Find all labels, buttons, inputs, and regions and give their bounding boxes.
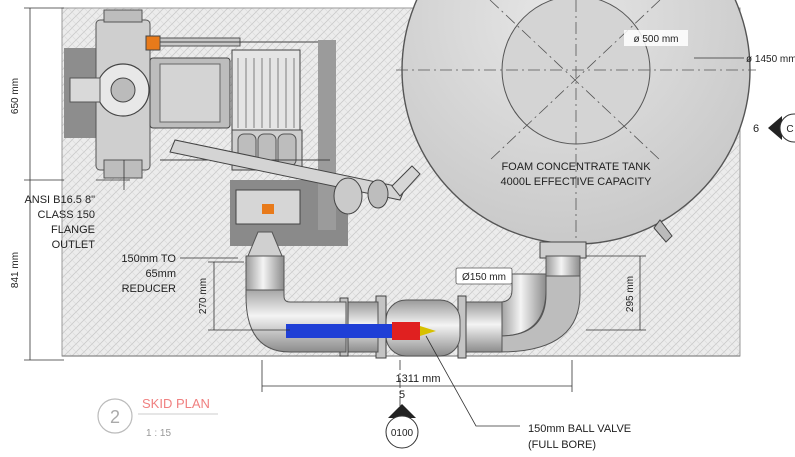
dim-841: 841 mm	[10, 252, 21, 288]
view-number: 2	[110, 407, 120, 427]
foam-tank: FOAM CONCENTRATE TANK 4000L EFFECTIVE CA…	[396, 0, 795, 250]
flange-note-line3: FLANGE	[51, 224, 95, 236]
ball-valve-note: 150mm BALL VALVE (FULL BORE)	[425, 335, 631, 451]
ball-valve-line1: 150mm BALL VALVE	[528, 423, 631, 435]
reducer-note-line3: REDUCER	[122, 283, 176, 295]
dim-pipe-diameter: Ø150 mm	[462, 272, 506, 283]
reducer-note-line1: 150mm TO	[121, 253, 176, 265]
tank-label-line1: FOAM CONCENTRATE TANK	[501, 161, 651, 173]
dim-270: 270 mm	[198, 278, 209, 314]
tank-diameter-label: ø 1450 mm	[746, 54, 795, 65]
section-bottom-number: 5	[399, 389, 405, 401]
section-bottom-sheet: 0100	[391, 428, 414, 439]
dim-295-lines	[586, 255, 646, 331]
hatch-diameter-label: ø 500 mm	[633, 34, 678, 45]
flange-note-line4: OUTLET	[52, 239, 96, 251]
view-title: SKID PLAN	[142, 396, 210, 411]
section-marker-right: 6 C	[753, 113, 795, 143]
dim-270-lines	[208, 261, 290, 331]
reducer-note-line2: 65mm	[145, 268, 176, 280]
pipe-diameter-callout: Ø150 mm	[455, 267, 513, 285]
flange-outlet-note: ANSI B16.5 8" CLASS 150 FLANGE OUTLET	[24, 160, 130, 251]
section-right-sheet: C	[786, 124, 793, 135]
reducer-note: 150mm TO 65mm REDUCER	[121, 253, 238, 295]
view-title-block: 2 SKID PLAN 1 : 15	[97, 396, 218, 439]
flange-note-line1: ANSI B16.5 8"	[24, 194, 95, 206]
tank-label-line2: 4000L EFFECTIVE CAPACITY	[501, 176, 653, 188]
dim-295: 295 mm	[625, 276, 636, 312]
dim-650: 650 mm	[10, 78, 21, 114]
section-marker-bottom: 5 0100	[385, 360, 419, 449]
section-right-number: 6	[753, 123, 759, 135]
ball-valve-line2: (FULL BORE)	[528, 439, 596, 451]
dim-1311-lines	[261, 360, 573, 392]
view-scale: 1 : 15	[146, 428, 171, 439]
flange-note-line2: CLASS 150	[38, 209, 95, 221]
discharge-pipe	[245, 231, 587, 359]
left-dimensions	[24, 7, 64, 361]
dim-1311: 1311 mm	[395, 373, 440, 385]
pump-assembly	[69, 9, 421, 225]
